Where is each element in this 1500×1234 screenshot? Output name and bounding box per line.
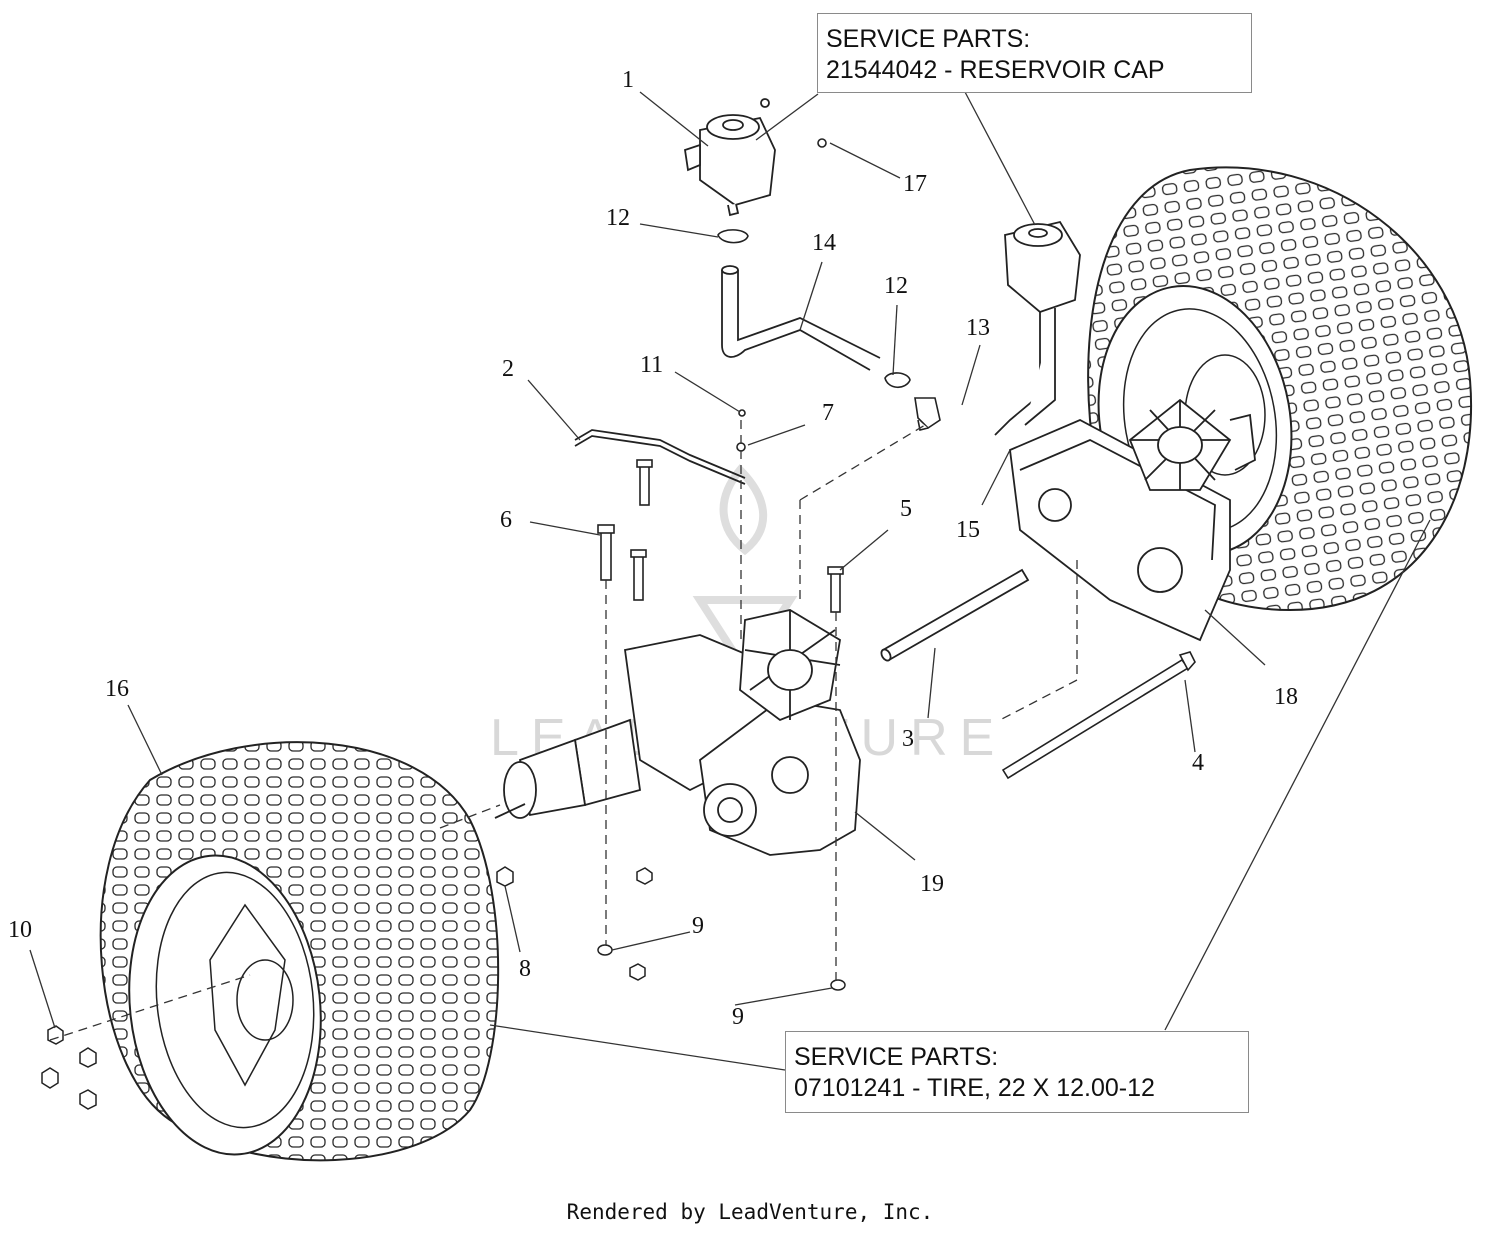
- part-number-16: 16: [105, 676, 129, 702]
- part-number-14: 14: [812, 230, 836, 256]
- part-number-8: 8: [519, 956, 531, 982]
- service-parts-reservoir-cap: SERVICE PARTS: 21544042 - RESERVOIR CAP: [817, 13, 1252, 93]
- left-tire: [99, 741, 500, 1162]
- part-number-11: 11: [640, 352, 663, 378]
- hose: [721, 265, 881, 371]
- part-number-3: 3: [902, 726, 914, 752]
- bypass-rod: [574, 429, 746, 485]
- part-number-18: 18: [1274, 684, 1298, 710]
- part-number-12a: 12: [606, 205, 630, 231]
- part-number-4: 4: [1192, 750, 1204, 776]
- assembly-lines: [49, 420, 1078, 1041]
- part-number-12b: 12: [884, 273, 908, 299]
- service-parts-tire: SERVICE PARTS: 07101241 - TIRE, 22 X 12.…: [785, 1031, 1249, 1113]
- part-number-6: 6: [500, 507, 512, 533]
- part-number-5: 5: [900, 496, 912, 522]
- part-number-9a: 9: [692, 913, 704, 939]
- service-parts-heading: SERVICE PARTS:: [794, 1043, 999, 1071]
- part-number-1: 1: [622, 67, 634, 93]
- elbow-fitting: [914, 397, 941, 431]
- lug-nuts: [41, 1025, 97, 1110]
- part-number-7: 7: [822, 400, 834, 426]
- nuts-and-washers: [496, 866, 846, 991]
- service-parts-line: 21544042 - RESERVOIR CAP: [826, 56, 1165, 84]
- bolts: [597, 138, 1196, 780]
- leader-lines: [29, 91, 1431, 1071]
- footer-credit: Rendered by LeadVenture, Inc.: [566, 1200, 934, 1224]
- right-transmission: [1009, 398, 1256, 642]
- part-number-13: 13: [966, 315, 990, 341]
- hose-clamps: [717, 229, 911, 389]
- part-number-17: 17: [903, 171, 927, 197]
- part-number-labels: 1 2 3 4 5 6 7 8 9 9 10 11 12 12 13 14 15…: [8, 67, 1298, 1030]
- part-number-2: 2: [502, 356, 514, 382]
- service-parts-heading: SERVICE PARTS:: [826, 25, 1031, 53]
- part-number-10: 10: [8, 917, 32, 943]
- axle-tube: [880, 568, 1030, 662]
- left-transmission: [494, 609, 861, 856]
- service-parts-line: 07101241 - TIRE, 22 X 12.00-12: [794, 1074, 1155, 1102]
- right-reservoir: [994, 220, 1081, 436]
- part-number-9b: 9: [732, 1004, 744, 1030]
- part-number-15: 15: [956, 517, 980, 543]
- reservoir-tank: [683, 98, 776, 217]
- part-number-19: 19: [920, 871, 944, 897]
